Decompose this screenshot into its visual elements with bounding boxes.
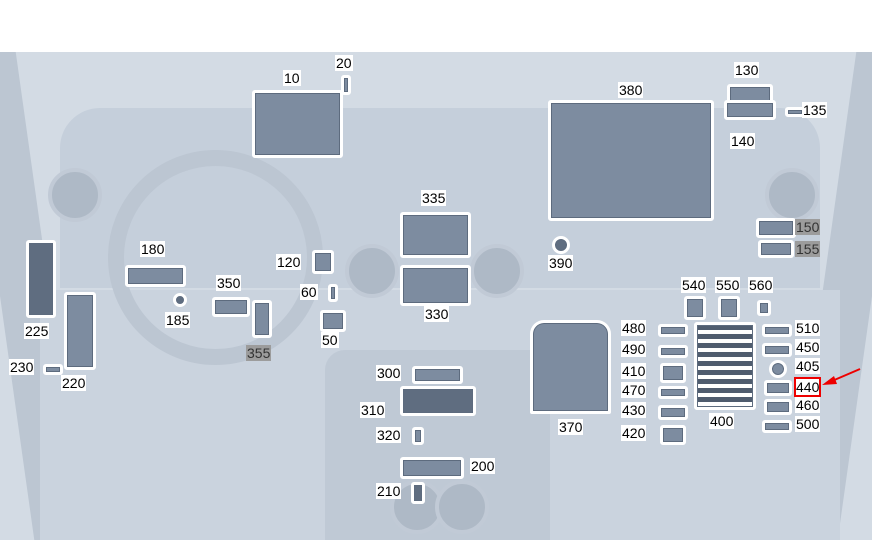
label-210: 210 <box>376 483 402 499</box>
label-200: 200 <box>470 458 496 474</box>
label-370: 370 <box>558 419 584 435</box>
label-420: 420 <box>621 425 647 441</box>
air-vent-center-left <box>345 244 399 298</box>
label-400: 400 <box>709 413 735 429</box>
label-130: 130 <box>734 62 760 78</box>
part-440[interactable] <box>764 380 792 396</box>
label-560: 560 <box>748 277 774 293</box>
part-420[interactable] <box>660 425 686 445</box>
label-140: 140 <box>730 133 756 149</box>
label-155: 155 <box>795 241 821 257</box>
label-440-highlighted: 440 <box>794 377 822 397</box>
label-300: 300 <box>376 365 402 381</box>
label-355: 355 <box>246 345 272 361</box>
label-185: 185 <box>165 312 191 328</box>
label-310: 310 <box>360 402 386 418</box>
part-300[interactable] <box>412 366 463 384</box>
label-450: 450 <box>795 339 821 355</box>
part-60[interactable] <box>328 284 338 302</box>
part-320[interactable] <box>412 427 424 445</box>
part-335[interactable] <box>400 212 471 258</box>
label-460: 460 <box>795 397 821 413</box>
label-430: 430 <box>621 402 647 418</box>
part-50[interactable] <box>320 310 346 332</box>
part-400[interactable] <box>694 322 756 410</box>
part-210[interactable] <box>411 482 425 504</box>
part-225[interactable] <box>26 240 56 318</box>
label-10: 10 <box>283 70 301 86</box>
part-560[interactable] <box>757 300 771 316</box>
label-380: 380 <box>618 82 644 98</box>
part-490[interactable] <box>658 345 688 358</box>
label-490: 490 <box>621 341 647 357</box>
label-480: 480 <box>621 320 647 336</box>
label-500: 500 <box>795 416 821 432</box>
part-380[interactable] <box>548 100 714 221</box>
part-200[interactable] <box>400 457 464 479</box>
label-180: 180 <box>140 241 166 257</box>
part-180[interactable] <box>125 265 186 287</box>
label-330: 330 <box>424 306 450 322</box>
label-220: 220 <box>61 375 87 391</box>
label-550: 550 <box>715 277 741 293</box>
label-150: 150 <box>795 219 821 235</box>
part-480[interactable] <box>658 324 688 337</box>
part-390[interactable] <box>552 236 570 254</box>
part-405[interactable] <box>769 360 787 378</box>
label-135: 135 <box>802 102 828 118</box>
part-355[interactable] <box>252 300 272 338</box>
air-vent-left <box>48 168 102 222</box>
label-410: 410 <box>621 363 647 379</box>
label-405: 405 <box>795 358 821 374</box>
part-140[interactable] <box>724 100 776 120</box>
part-500[interactable] <box>762 420 792 433</box>
part-430[interactable] <box>658 405 688 420</box>
part-185[interactable] <box>173 293 187 307</box>
label-225: 225 <box>24 323 50 339</box>
red-pointer-arrow-icon <box>822 368 861 385</box>
part-330[interactable] <box>400 265 471 306</box>
part-150[interactable] <box>756 218 796 238</box>
label-470: 470 <box>621 382 647 398</box>
part-20[interactable] <box>341 75 351 95</box>
label-510: 510 <box>795 320 821 336</box>
label-540: 540 <box>681 277 707 293</box>
part-370[interactable] <box>530 320 611 414</box>
air-vent-right <box>765 168 819 222</box>
air-vent-center-right <box>470 244 524 298</box>
label-335: 335 <box>421 190 447 206</box>
label-60: 60 <box>300 284 318 300</box>
part-230[interactable] <box>43 364 63 375</box>
part-310[interactable] <box>400 386 476 416</box>
part-220[interactable] <box>64 292 96 370</box>
label-20: 20 <box>335 55 353 71</box>
part-450[interactable] <box>762 343 792 357</box>
part-120[interactable] <box>312 250 334 274</box>
part-350[interactable] <box>212 297 250 317</box>
label-350: 350 <box>216 275 242 291</box>
part-510[interactable] <box>762 324 792 337</box>
part-470[interactable] <box>658 386 688 399</box>
part-155[interactable] <box>758 240 794 258</box>
rear-vent-right <box>435 480 489 534</box>
part-10[interactable] <box>252 90 343 158</box>
part-410[interactable] <box>660 363 686 383</box>
part-550[interactable] <box>718 296 740 320</box>
part-460[interactable] <box>764 399 792 415</box>
label-230: 230 <box>9 359 35 375</box>
part-540[interactable] <box>684 296 706 320</box>
label-120: 120 <box>276 254 302 270</box>
label-320: 320 <box>376 427 402 443</box>
label-390: 390 <box>548 255 574 271</box>
label-50: 50 <box>321 332 339 348</box>
